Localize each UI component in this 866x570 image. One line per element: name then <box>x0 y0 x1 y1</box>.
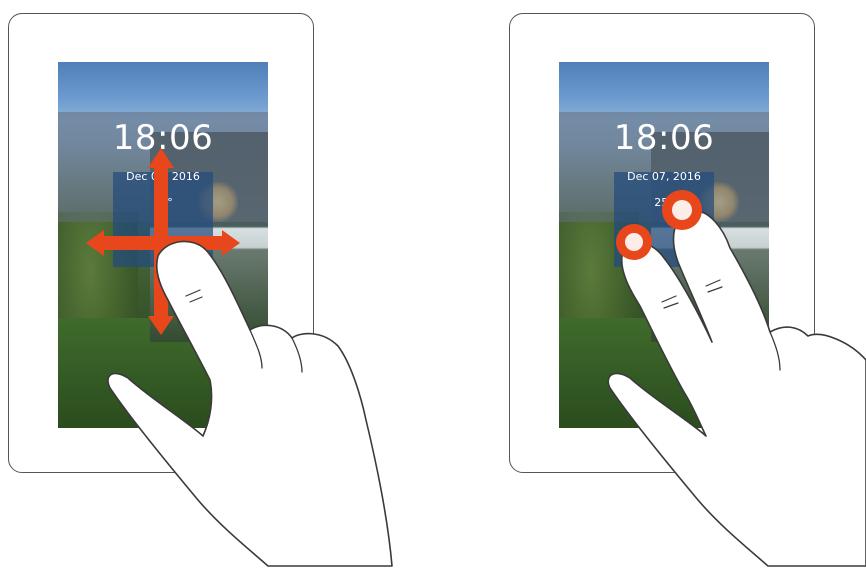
left-touch-panel-frame: 18:06 Dec 07, 2016 25° <box>8 13 314 473</box>
right-touch-panel-frame: 18:06 Dec 07, 2016 25° <box>509 13 815 473</box>
clock-date: Dec 07, 2016 <box>559 170 769 183</box>
left-touch-screen[interactable]: 18:06 Dec 07, 2016 25° <box>58 62 268 428</box>
clock-temperature: 25° <box>58 196 268 209</box>
clock-time: 18:06 <box>58 118 268 158</box>
clock-date: Dec 07, 2016 <box>58 170 268 183</box>
focus-tile[interactable] <box>614 172 714 267</box>
clock-time: 18:06 <box>559 118 769 158</box>
clock-temperature: 25° <box>559 196 769 209</box>
right-touch-screen[interactable]: 18:06 Dec 07, 2016 25° <box>559 62 769 428</box>
focus-tile[interactable] <box>113 172 213 267</box>
